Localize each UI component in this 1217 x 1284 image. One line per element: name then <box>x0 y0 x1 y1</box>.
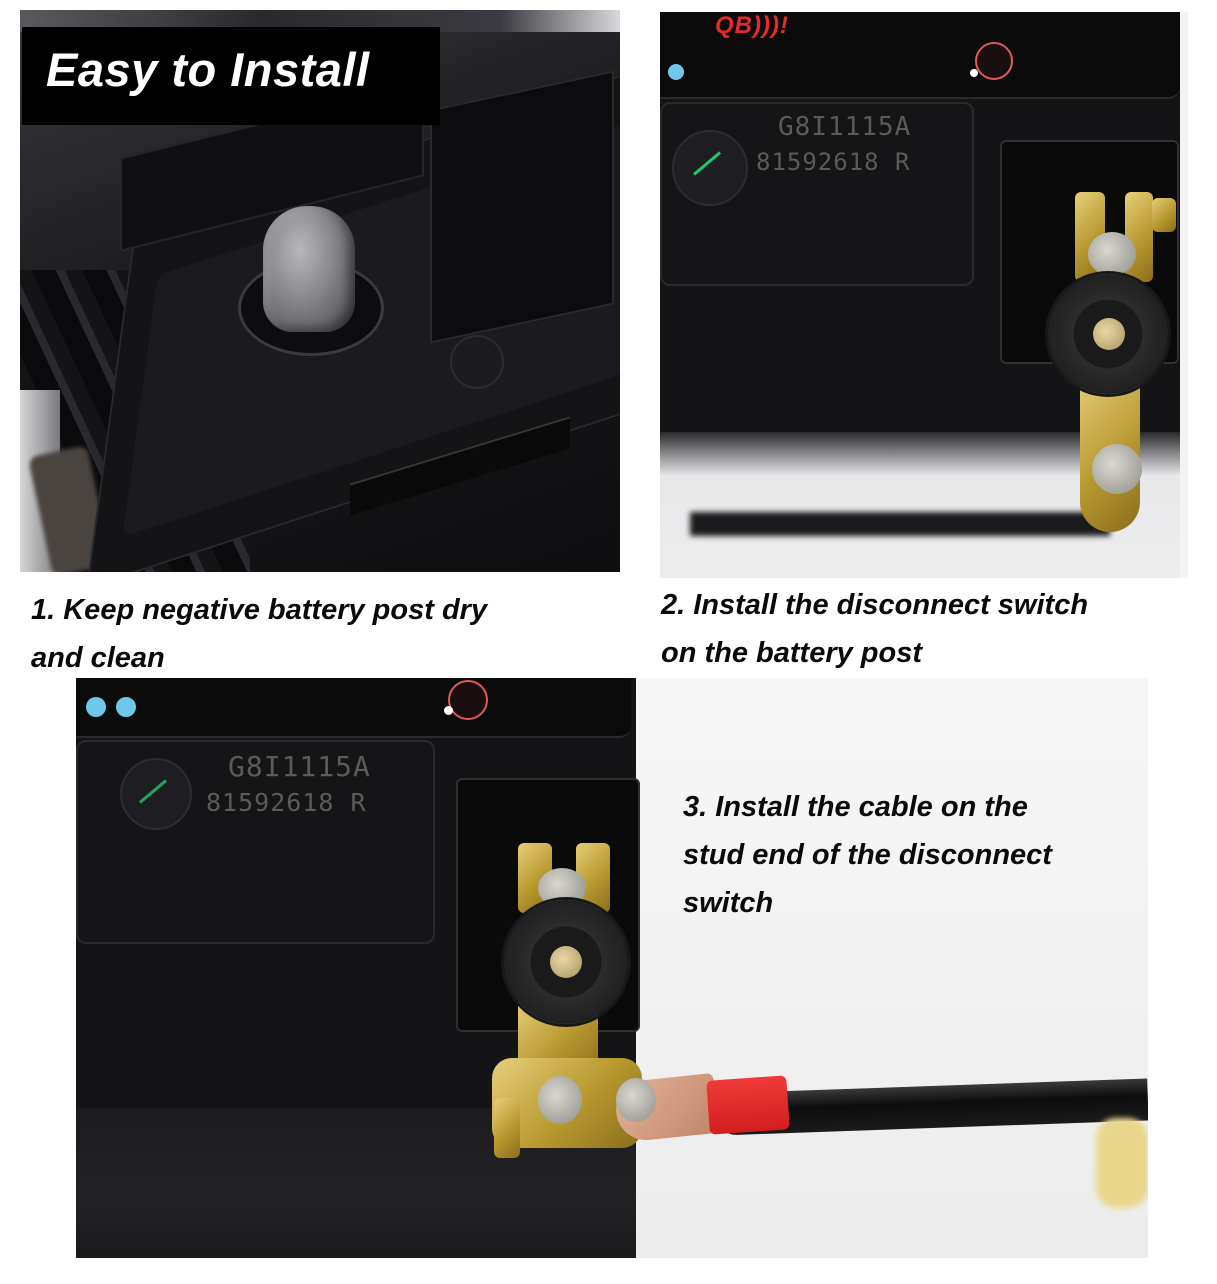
indicator-dot-icon <box>668 64 684 80</box>
battery-label-strip <box>20 10 620 32</box>
title-banner <box>22 27 440 125</box>
negative-battery-post-icon <box>263 206 355 332</box>
knob-pin-icon <box>1093 318 1125 350</box>
battery-serial-code: 81592618 R <box>756 148 911 176</box>
red-tape-icon <box>706 1075 790 1135</box>
battery-brand-text: QB)))! <box>715 12 789 39</box>
lid-circle-marking <box>450 335 504 389</box>
blurred-brass-object <box>1096 1118 1148 1208</box>
battery-top-lid <box>660 12 1180 99</box>
step-1-caption-line: and clean <box>31 642 165 674</box>
indicator-dot-icon <box>86 697 106 717</box>
background-surface <box>636 678 1148 1258</box>
post-top-icon <box>1088 232 1136 276</box>
recycle-dot-icon <box>970 69 978 77</box>
step-2-caption-line: 2. Install the disconnect switch <box>661 589 1089 621</box>
page-title: Easy to Install <box>46 43 370 96</box>
stud-bolt-icon <box>1092 444 1142 494</box>
step-2-photo: QB)))! G8I1115A 81592618 R <box>660 12 1188 578</box>
charge-indicator-icon <box>672 130 748 206</box>
battery-serial-code: 81592618 R <box>206 788 367 817</box>
battery-model-code: G8I1115A <box>778 112 912 142</box>
step-2-caption: 2. Install the disconnect switch on the … <box>661 581 1217 677</box>
battery-terminal-block <box>430 70 614 344</box>
battery-foot <box>690 512 1110 536</box>
step-2-caption-line: on the battery post <box>661 637 923 669</box>
step-1-caption-line: 1. Keep negative battery post dry <box>31 594 488 626</box>
step-1-caption: 1. Keep negative battery post dry and cl… <box>31 586 631 682</box>
stud-nut-icon <box>616 1078 656 1122</box>
battery-model-code: G8I1115A <box>228 750 371 783</box>
charge-indicator-icon <box>120 758 192 830</box>
knob-pin-icon <box>550 946 582 978</box>
step-3-caption-line: stud end of the disconnect <box>683 839 1052 871</box>
recycle-dot-icon <box>444 706 453 715</box>
indicator-dot-icon <box>116 697 136 717</box>
recycle-symbol-icon <box>975 42 1013 80</box>
step-3-caption: 3. Install the cable on the stud end of … <box>683 783 1163 927</box>
step-3-caption-line: switch <box>683 887 774 919</box>
step-3-photo: G8I1115A 81592618 R <box>76 678 1148 1258</box>
step-3-caption-line: 3. Install the cable on the <box>683 791 1028 823</box>
recycle-symbol-icon <box>448 680 488 720</box>
clamp-nut-icon <box>1152 198 1176 232</box>
battery-top-lid <box>76 678 631 738</box>
clamp-bolt-icon <box>538 1076 582 1124</box>
clamp-screw-icon <box>494 1098 520 1158</box>
